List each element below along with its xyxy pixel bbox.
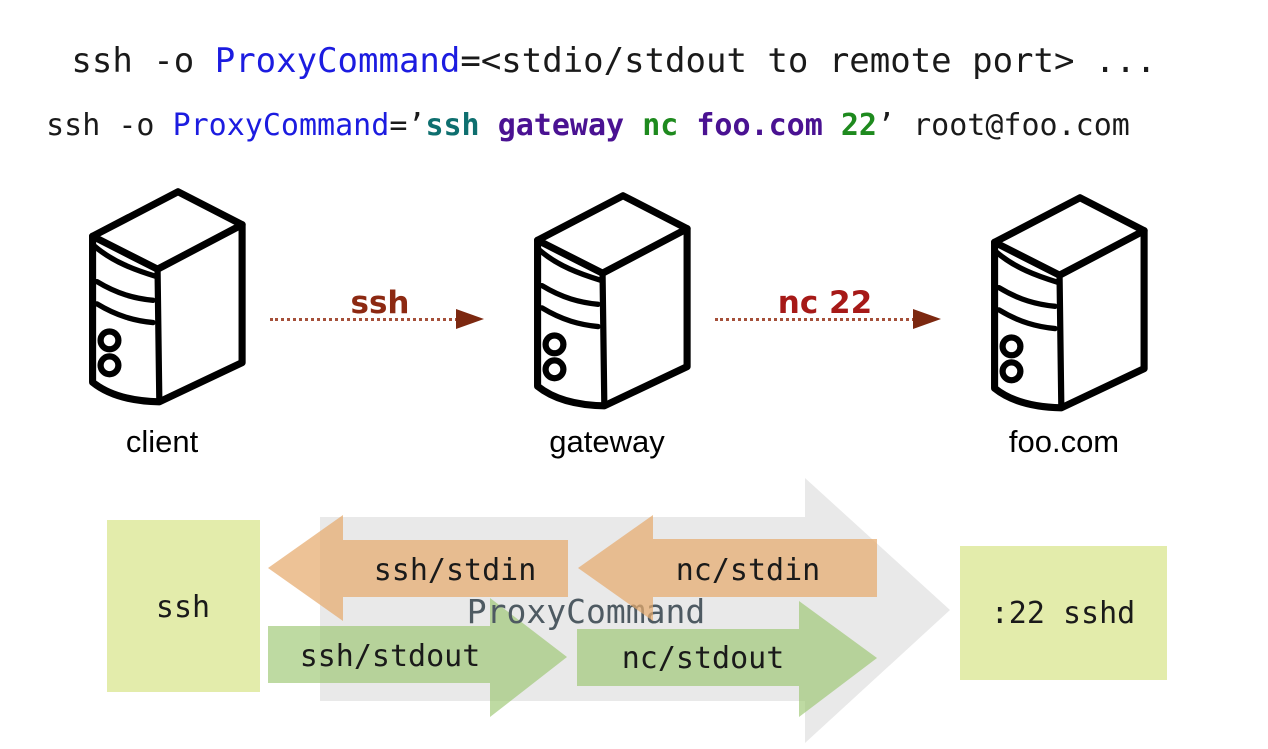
nc-stdin-label: nc/stdin [676, 553, 821, 588]
nc-arrow-head-icon [913, 309, 941, 329]
command-token-gateway: gateway [497, 108, 643, 143]
server-foo [975, 176, 1153, 430]
server-gateway [518, 174, 696, 428]
command-token-foo: foo.com [696, 108, 841, 143]
ssh-stdin-arrow [268, 515, 568, 621]
command-token: =’ [389, 108, 426, 143]
io-flow-diagram: ProxyCommand ssh/stdin nc/stdin ssh/stdo… [107, 478, 1167, 743]
server-icon [73, 170, 251, 420]
command-token-ssh: ssh [425, 108, 498, 143]
server-client [73, 170, 251, 424]
nc-arrow-label: nc 22 [777, 285, 873, 321]
ssh-stdin-label: ssh/stdin [374, 553, 537, 588]
command-token: ssh -o [46, 108, 173, 143]
nc-stdout-label: nc/stdout [622, 641, 785, 676]
command-token: ssh -o [50, 41, 215, 82]
server-icon [975, 176, 1153, 426]
ssh-client-box-label: ssh [156, 590, 210, 625]
ssh-client-box [107, 520, 260, 692]
server-label-foo: foo.com [1008, 424, 1120, 459]
ssh-arrow-label: ssh [350, 285, 410, 321]
server-label-client: client [125, 424, 199, 459]
nc-stdout-arrow [577, 601, 877, 717]
sshd-server-box [960, 546, 1167, 680]
command-token: ’ root@foo.com [877, 108, 1130, 143]
proxycommand-label: ProxyCommand [467, 592, 705, 631]
ssh-arrow-head-icon [456, 309, 484, 329]
nc-stdin-arrow [578, 515, 877, 621]
command-token-proxycommand: ProxyCommand [172, 108, 390, 143]
example-command-line: ssh -o ProxyCommand=’ssh gateway nc foo.… [10, 76, 1130, 142]
command-token-port: 22 [840, 108, 877, 143]
ssh-stdout-label: ssh/stdout [300, 639, 481, 674]
server-label-gateway: gateway [549, 424, 665, 459]
title-command-line: ssh -o ProxyCommand=<stdio/stdout to rem… [10, 6, 1156, 81]
command-token-nc: nc [642, 108, 697, 143]
nc-arrow-line [715, 318, 915, 321]
command-token-proxycommand: ProxyCommand [214, 41, 461, 82]
sshd-server-box-label: :22 sshd [991, 596, 1136, 631]
command-token: =<stdio/stdout to remote port> ... [460, 41, 1157, 82]
ssh-arrow-line [270, 318, 458, 321]
server-icon [518, 174, 696, 424]
ssh-stdout-arrow [268, 598, 567, 717]
